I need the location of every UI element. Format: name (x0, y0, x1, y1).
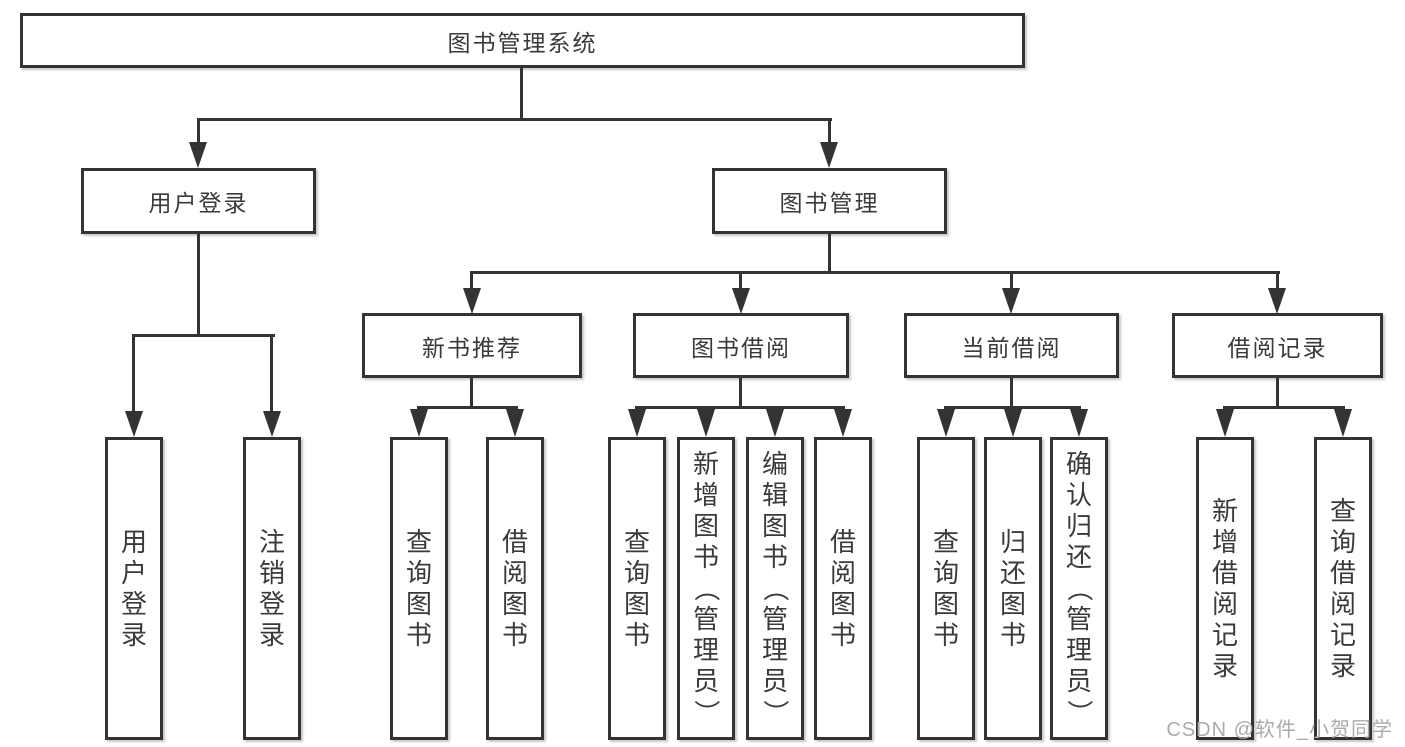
connector-line (828, 234, 831, 274)
connector-line (470, 274, 473, 291)
connector-line (828, 121, 831, 146)
connector-line (197, 121, 200, 146)
connector-line (1276, 378, 1279, 409)
node-library-management-system: 图书管理系统 (20, 13, 1025, 68)
arrow-down-icon (1216, 409, 1234, 437)
node-current-borrowing: 当前借阅 (904, 313, 1119, 378)
arrow-down-icon (1070, 409, 1088, 437)
arrow-down-icon (410, 409, 428, 437)
connector-line (1223, 406, 1345, 409)
node-logout: 注销登录 (243, 437, 301, 740)
node-return-books: 归还图书 (984, 437, 1042, 740)
node-borrow-books-2: 借阅图书 (814, 437, 872, 740)
node-user-login: 用户登录 (81, 168, 316, 234)
connector-line (132, 337, 135, 414)
connector-line (470, 271, 1280, 274)
arrow-down-icon (766, 409, 784, 437)
node-add-borrow-record: 新增借阅记录 (1196, 437, 1254, 740)
node-borrow-books-1: 借阅图书 (486, 437, 544, 740)
connector-line (739, 274, 742, 291)
node-edit-book-admin: 编辑图书（管理员） (746, 437, 804, 740)
node-query-books-1: 查询图书 (390, 437, 448, 740)
arrow-down-icon (1002, 288, 1020, 314)
connector-line (270, 337, 273, 414)
connector-line (197, 234, 200, 337)
arrow-down-icon (189, 142, 207, 168)
node-user-login-action: 用户登录 (105, 437, 163, 740)
node-query-books-3: 查询图书 (917, 437, 975, 740)
arrow-down-icon (506, 409, 524, 437)
node-new-book-recommendation: 新书推荐 (362, 313, 582, 378)
arrow-down-icon (125, 411, 143, 437)
arrow-down-icon (732, 288, 750, 314)
node-borrowing-records: 借阅记录 (1172, 313, 1383, 378)
connector-line (470, 378, 473, 409)
arrow-down-icon (628, 409, 646, 437)
arrow-down-icon (937, 409, 955, 437)
connector-line (132, 334, 275, 337)
node-add-book-admin: 新增图书（管理员） (677, 437, 735, 740)
arrow-down-icon (697, 409, 715, 437)
arrow-down-icon (1268, 288, 1286, 314)
connector-line (635, 406, 845, 409)
arrow-down-icon (463, 288, 481, 314)
node-query-books-2: 查询图书 (608, 437, 666, 740)
connector-line (1276, 274, 1279, 291)
node-query-borrow-record: 查询借阅记录 (1314, 437, 1372, 740)
arrow-down-icon (834, 409, 852, 437)
node-book-borrowing: 图书借阅 (633, 313, 849, 378)
arrow-down-icon (820, 142, 838, 168)
arrow-down-icon (1334, 409, 1352, 437)
arrow-down-icon (1004, 409, 1022, 437)
connector-line (417, 406, 518, 409)
connector-line (520, 68, 523, 121)
connector-line (1010, 274, 1013, 291)
node-book-management: 图书管理 (712, 168, 947, 234)
connector-line (1010, 378, 1013, 409)
watermark: CSDN @软件_小贺同学 (1166, 719, 1393, 741)
connector-line (197, 118, 832, 121)
node-confirm-return-admin: 确认归还（管理员） (1050, 437, 1108, 740)
connector-line (944, 406, 1081, 409)
connector-line (739, 378, 742, 409)
arrow-down-icon (263, 411, 281, 437)
